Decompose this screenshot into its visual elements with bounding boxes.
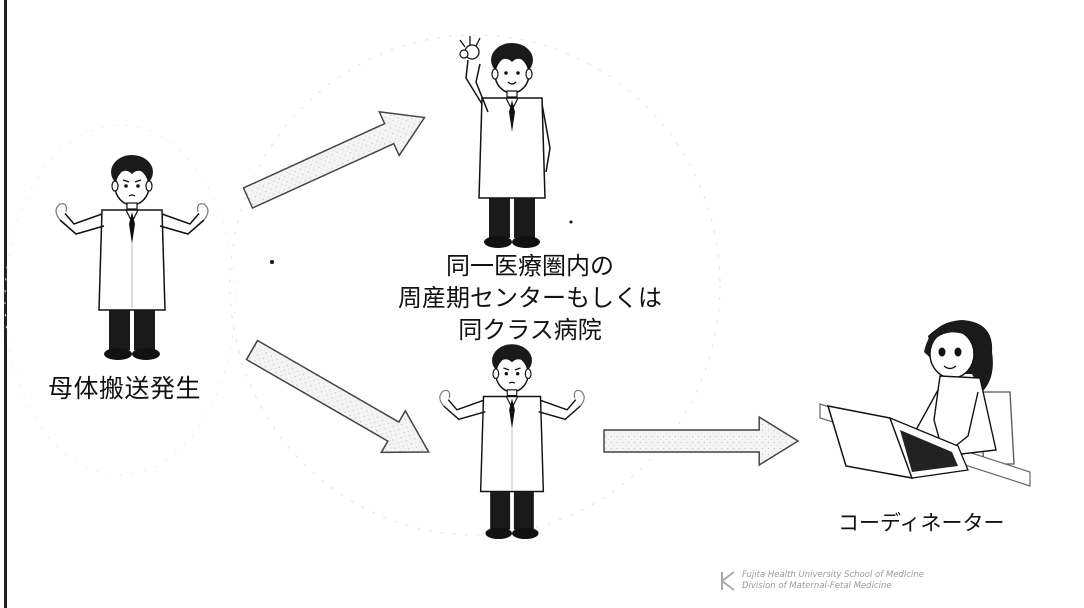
arrow-to-top-hospital <box>237 94 436 221</box>
coordinator-figure <box>819 320 1031 487</box>
origin-doctor-figure <box>55 154 209 361</box>
scan-speck <box>270 260 274 264</box>
arrow-to-bottom-hospital <box>239 328 442 474</box>
bottom-hospital-doctor-figure <box>439 343 585 540</box>
destination-label-line: 同一医療圏内の <box>446 252 614 280</box>
credit-line: Fujita Health University School of Medic… <box>742 570 924 580</box>
credit-line: Division of Maternal-Fetal Medicine <box>742 581 892 591</box>
arrow-to-coordinator <box>603 416 799 466</box>
scan-speck <box>569 220 573 224</box>
origin-label: 母体搬送発生 <box>48 374 202 403</box>
institution-credit: Fujita Health University School of Medic… <box>742 570 924 592</box>
destination-label-line: 周産期センターもしくは <box>398 284 662 312</box>
destination-label-line: 同クラス病院 <box>458 316 602 344</box>
origin-cluster-outline <box>4 124 236 476</box>
destination-label: 同一医療圏内の 周産期センターもしくは 同クラス病院 <box>380 250 680 346</box>
top-hospital-doctor-figure <box>459 35 551 249</box>
institution-logo-icon <box>721 571 735 591</box>
coordinator-label: コーディネーター <box>838 511 1005 535</box>
hospital-cluster-outline <box>229 34 721 536</box>
